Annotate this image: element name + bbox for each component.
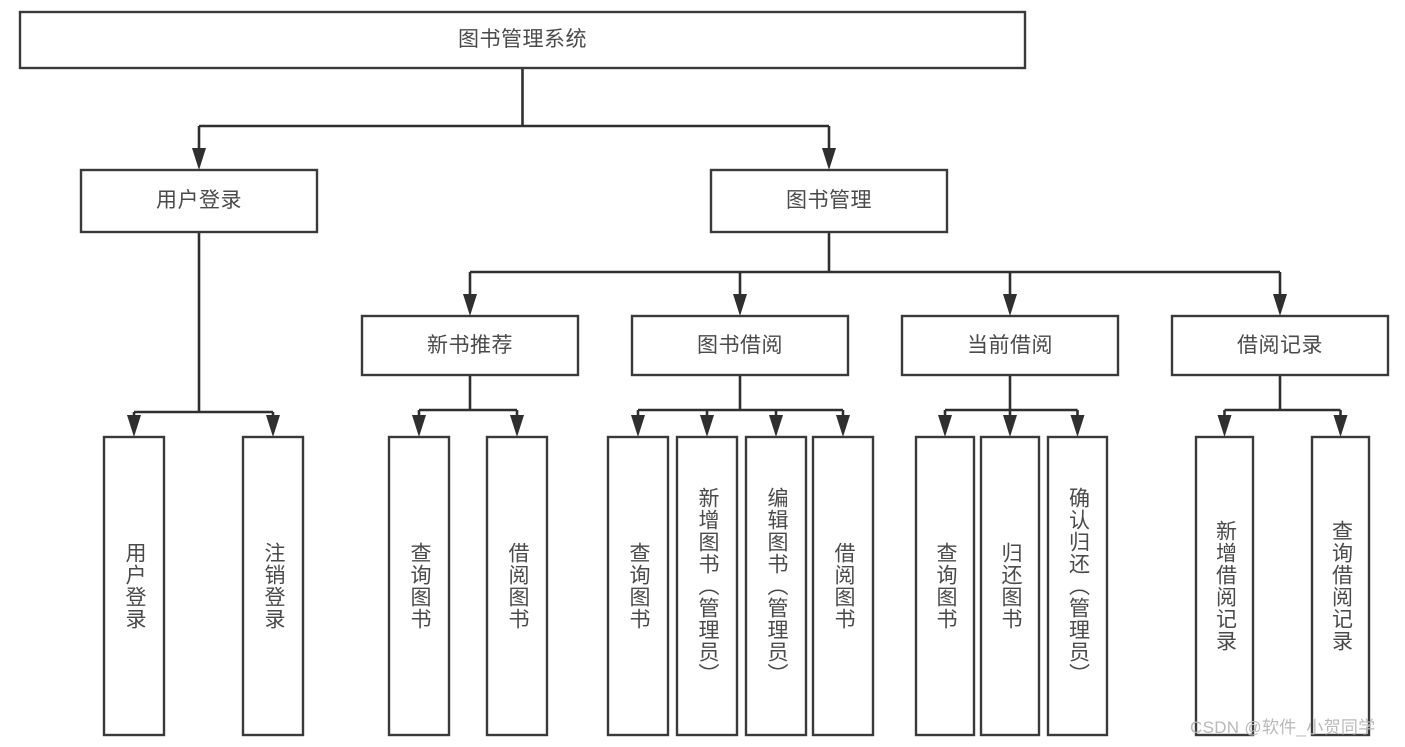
node-box-leaf-borrow-book-2[interactable]	[811, 435, 875, 737]
node-box-book-borrow[interactable]	[630, 314, 850, 377]
node-box-leaf-query-book-1[interactable]	[387, 435, 451, 737]
arrow-head-book-manage	[822, 148, 836, 170]
node-box-borrow-record[interactable]	[1170, 314, 1390, 377]
arrow-head-borrow-record	[1273, 294, 1287, 316]
node-box-leaf-edit-book[interactable]	[744, 435, 808, 737]
connector-layer	[127, 68, 1348, 437]
arrow-head-current-borrow	[1003, 294, 1017, 316]
arrow-head-leaf-query-book-1	[412, 415, 426, 437]
node-box-leaf-logout[interactable]	[241, 435, 305, 737]
arrow-head-leaf-query-book-2	[631, 415, 645, 437]
node-box-current-borrow[interactable]	[900, 314, 1120, 377]
node-box-leaf-borrow-book-1[interactable]	[485, 435, 549, 737]
node-box-leaf-query-record[interactable]	[1310, 435, 1371, 737]
node-box-new-book-rec[interactable]	[360, 314, 580, 377]
arrow-head-leaf-return-book	[1003, 415, 1017, 437]
arrow-head-leaf-query-record	[1333, 415, 1348, 437]
node-box-book-manage[interactable]	[709, 168, 949, 234]
arrow-head-leaf-user-login	[127, 415, 141, 437]
csdn-watermark: CSDN @软件_小贺同学	[1190, 718, 1376, 737]
arrow-head-leaf-add-book	[700, 415, 714, 437]
arrow-head-leaf-borrow-book-1	[510, 415, 524, 437]
arrow-head-leaf-logout	[266, 415, 280, 437]
node-box-leaf-query-book-2[interactable]	[606, 435, 670, 737]
node-box-leaf-return-book[interactable]	[979, 435, 1041, 737]
arrow-head-leaf-confirm-return	[1070, 415, 1085, 437]
arrow-head-user-login	[192, 148, 206, 170]
arrow-head-leaf-query-book-3	[938, 415, 952, 437]
node-box-leaf-user-login[interactable]	[102, 435, 166, 737]
arrow-head-leaf-add-record	[1217, 415, 1232, 437]
node-box-leaf-add-record[interactable]	[1194, 435, 1255, 737]
node-box-layer	[18, 10, 1390, 737]
arrow-head-leaf-borrow-book-2	[836, 415, 850, 437]
node-box-user-login[interactable]	[79, 168, 319, 234]
node-box-leaf-confirm-return[interactable]	[1046, 435, 1109, 737]
node-box-leaf-query-book-3[interactable]	[914, 435, 976, 737]
node-box-root[interactable]	[18, 10, 1027, 70]
arrow-head-book-borrow	[733, 294, 747, 316]
arrow-head-new-book-rec	[463, 294, 477, 316]
arrow-head-leaf-edit-book	[769, 415, 783, 437]
node-box-leaf-add-book[interactable]	[675, 435, 739, 737]
